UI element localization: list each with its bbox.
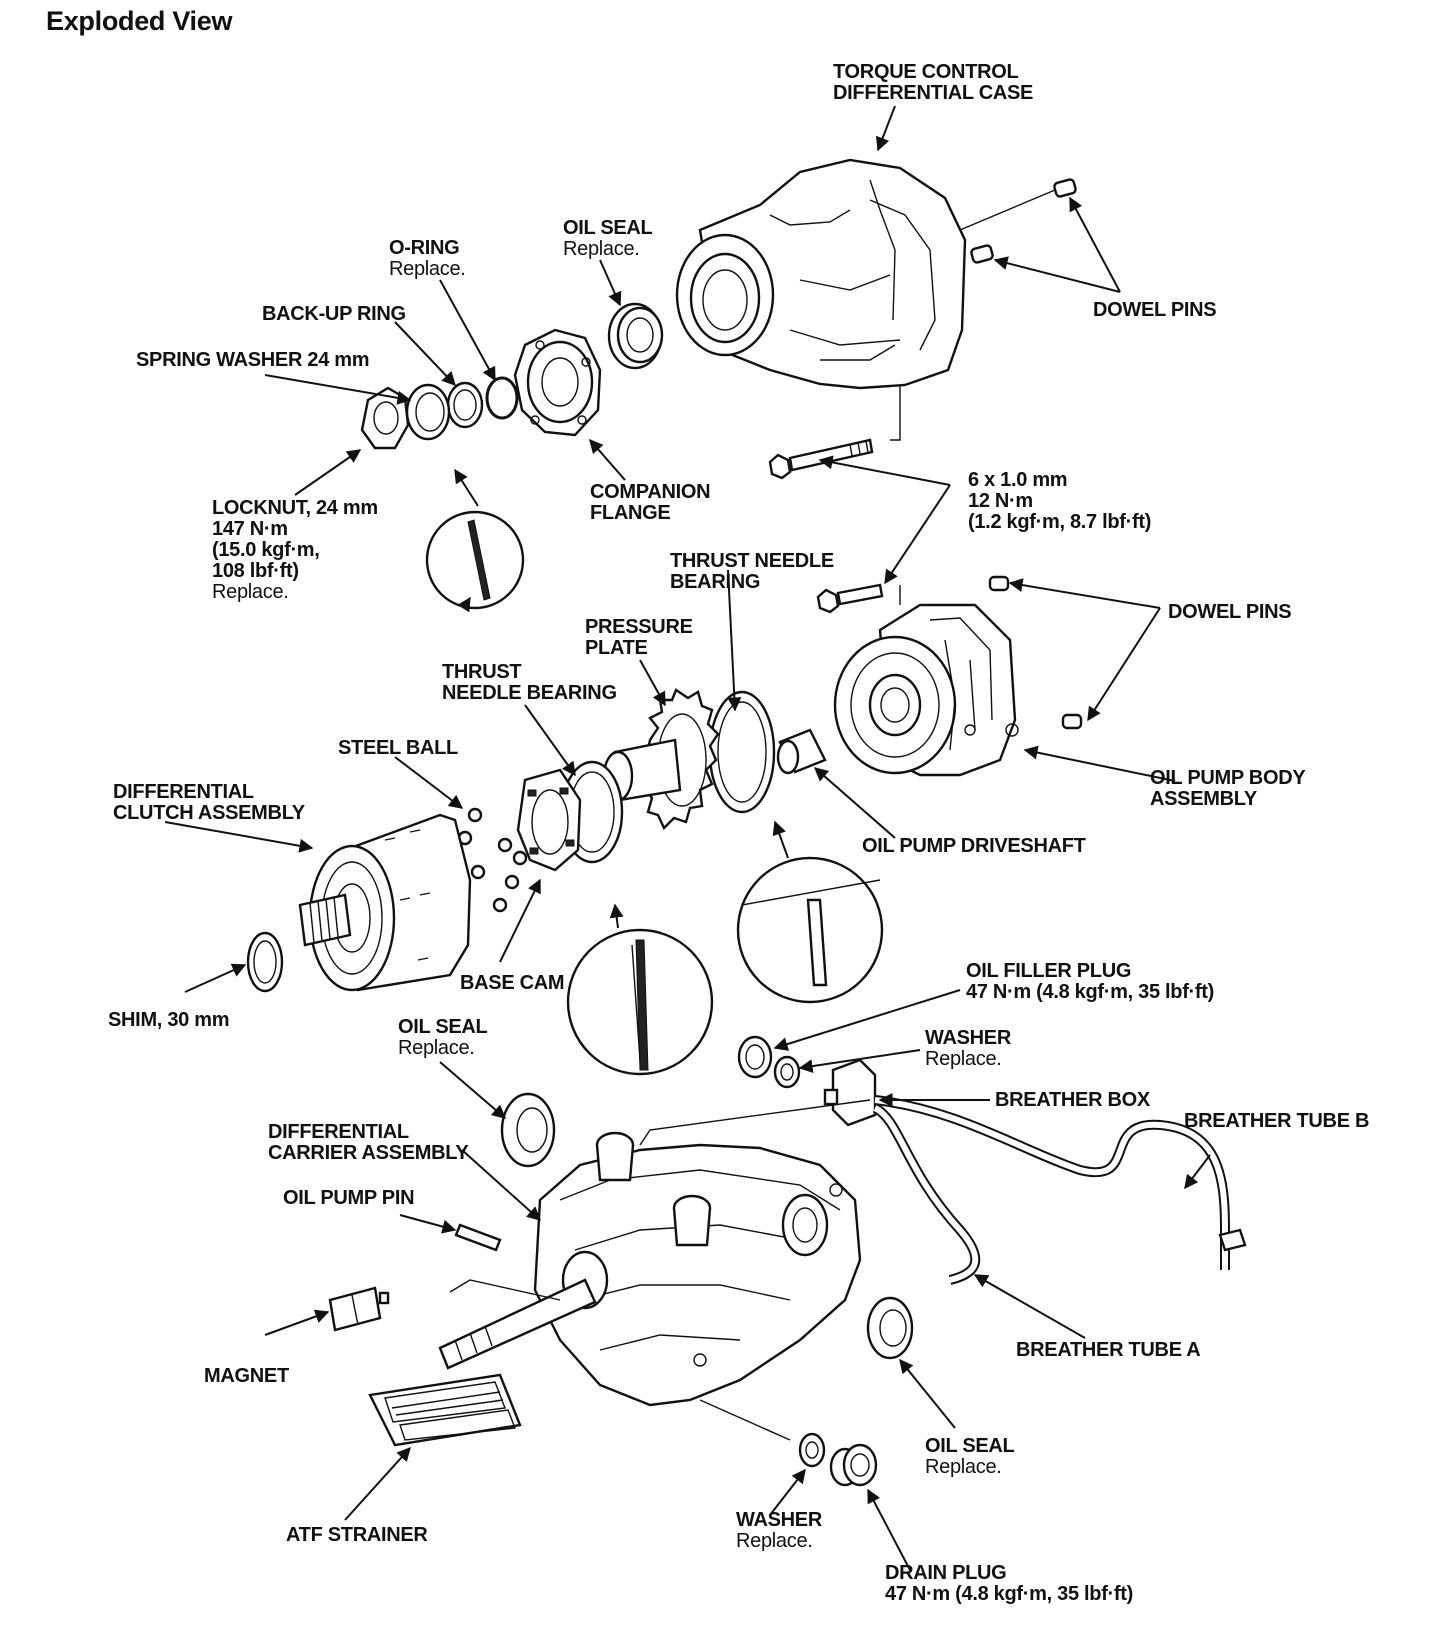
oil-seal-bottom bbox=[866, 1296, 914, 1360]
dowel-pins-mid bbox=[988, 575, 1083, 730]
o-ring bbox=[485, 376, 519, 420]
label-differential-carrier: DIFFERENTIAL CARRIER ASSEMBLY bbox=[268, 1121, 469, 1164]
oil-pump-pin bbox=[454, 1223, 502, 1252]
breather-tube-a bbox=[872, 1103, 981, 1285]
leader-lines bbox=[164, 105, 1211, 1571]
companion-flange bbox=[513, 328, 602, 437]
oil-seal-mid bbox=[500, 1092, 556, 1168]
oil-pump-driveshaft bbox=[776, 728, 827, 775]
label-breather-tube-b: BREATHER TUBE B bbox=[1184, 1110, 1370, 1132]
label-thrust-needle-bearing-left: THRUST NEEDLE BEARING bbox=[442, 661, 617, 704]
differential-carrier-assembly bbox=[438, 1131, 862, 1407]
breather-box bbox=[823, 1058, 877, 1127]
label-washer-bottom: WASHER Replace. bbox=[736, 1509, 822, 1552]
label-pressure-plate: PRESSURE PLATE bbox=[585, 616, 693, 659]
label-torque-control-case: TORQUE CONTROL DIFFERENTIAL CASE bbox=[833, 61, 1034, 104]
drain-plug bbox=[829, 1443, 878, 1487]
oil-pump-body-assembly bbox=[833, 603, 1019, 777]
back-up-ring bbox=[446, 381, 484, 429]
label-base-cam: BASE CAM bbox=[460, 972, 565, 994]
case-bolt-top bbox=[768, 438, 874, 480]
label-thrust-needle-bearing-right: THRUST NEEDLE BEARING bbox=[670, 550, 834, 593]
label-breather-box: BREATHER BOX bbox=[995, 1089, 1150, 1111]
label-drain-plug: DRAIN PLUG 47 N·m (4.8 kgf·m, 35 lbf·ft) bbox=[885, 1562, 1133, 1605]
label-oil-seal-bottom: OIL SEAL Replace. bbox=[925, 1435, 1015, 1478]
shim bbox=[246, 931, 284, 993]
atf-strainer bbox=[368, 1373, 522, 1447]
case-bolt-mid bbox=[816, 583, 884, 614]
label-breather-tube-a: BREATHER TUBE A bbox=[1016, 1339, 1201, 1361]
spring-washer bbox=[405, 383, 451, 441]
spring-washer-detail-circle bbox=[425, 510, 525, 610]
magnet bbox=[328, 1286, 390, 1332]
dowel-pins-top bbox=[959, 178, 1077, 264]
label-oil-pump-driveshaft: OIL PUMP DRIVESHAFT bbox=[862, 835, 1086, 857]
breather-tube-b bbox=[874, 1095, 1247, 1270]
label-shim: SHIM, 30 mm bbox=[108, 1009, 230, 1031]
label-locknut: LOCKNUT, 24 mm 147 N·m (15.0 kgf·m, 108 … bbox=[212, 497, 378, 603]
label-oil-pump-pin: OIL PUMP PIN bbox=[283, 1187, 415, 1209]
label-washer-top: WASHER Replace. bbox=[925, 1027, 1011, 1070]
oil-filler-plug bbox=[737, 1035, 773, 1079]
washer-bottom bbox=[798, 1432, 826, 1468]
thrust-needle-bearing-right bbox=[708, 690, 776, 814]
label-magnet: MAGNET bbox=[204, 1365, 289, 1387]
differential-clutch-assembly bbox=[298, 813, 472, 992]
label-back-up-ring: BACK-UP RING bbox=[262, 303, 406, 325]
bearing-detail-circle-right bbox=[736, 856, 884, 1004]
oil-seal-top bbox=[607, 302, 664, 370]
label-companion-flange: COMPANION FLANGE bbox=[590, 481, 711, 524]
label-o-ring: O-RING Replace. bbox=[389, 237, 466, 280]
steel-balls bbox=[457, 807, 528, 913]
label-oil-pump-body: OIL PUMP BODY ASSEMBLY bbox=[1150, 767, 1306, 810]
locknut bbox=[360, 386, 410, 450]
assembly-guide-lines bbox=[449, 385, 901, 1441]
label-oil-seal-mid: OIL SEAL Replace. bbox=[398, 1016, 488, 1059]
label-bolt: 6 x 1.0 mm 12 N·m (1.2 kgf·m, 8.7 lbf·ft… bbox=[968, 469, 1152, 533]
label-dowel-pins-top: DOWEL PINS bbox=[1093, 299, 1217, 321]
label-spring-washer: SPRING WASHER 24 mm bbox=[136, 349, 370, 371]
label-steel-ball: STEEL BALL bbox=[338, 737, 458, 759]
label-oil-seal-top: OIL SEAL Replace. bbox=[563, 217, 653, 260]
label-atf-strainer: ATF STRAINER bbox=[286, 1524, 428, 1546]
base-cam bbox=[516, 768, 582, 872]
bearing-detail-circle-left bbox=[566, 928, 714, 1076]
label-differential-clutch: DIFFERENTIAL CLUTCH ASSEMBLY bbox=[113, 781, 305, 824]
washer-top bbox=[773, 1055, 801, 1089]
label-dowel-pins-mid: DOWEL PINS bbox=[1168, 601, 1292, 623]
page-title: Exploded View bbox=[46, 6, 233, 36]
pressure-plate bbox=[602, 688, 720, 831]
torque-control-differential-case bbox=[675, 158, 967, 390]
label-oil-filler-plug: OIL FILLER PLUG 47 N·m (4.8 kgf·m, 35 lb… bbox=[966, 960, 1214, 1003]
